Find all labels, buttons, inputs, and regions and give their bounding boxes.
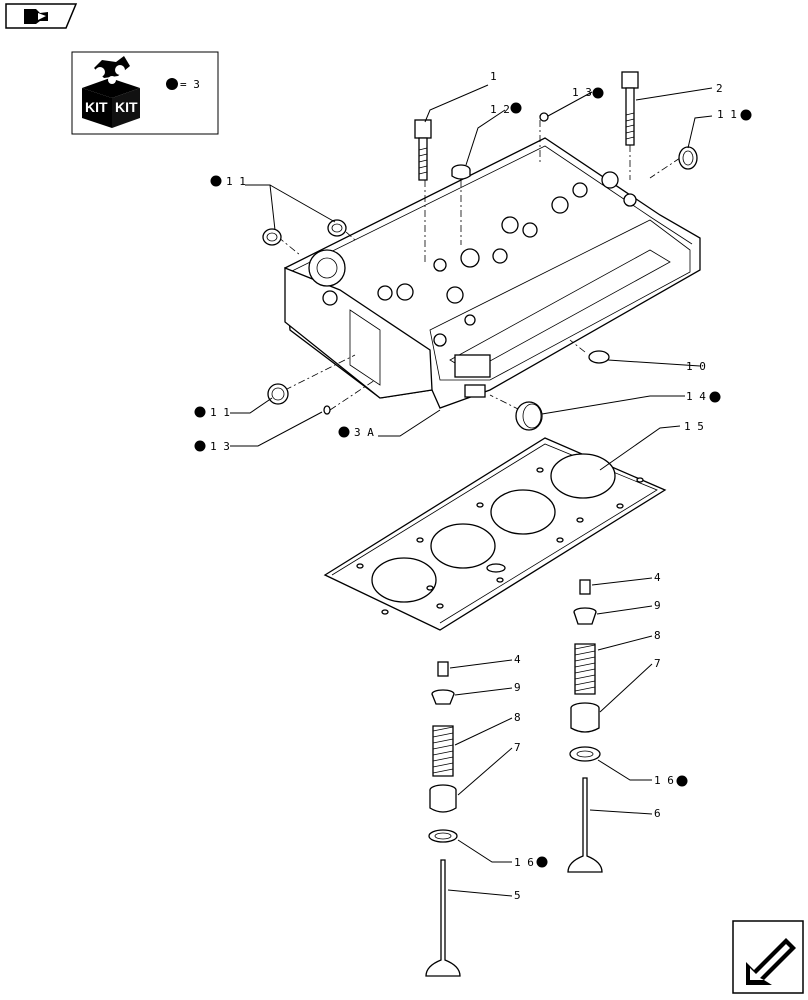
callout-11-left: 1 1 xyxy=(226,175,246,188)
kit-bullet-16-left xyxy=(536,856,548,868)
callout-12: 1 2 xyxy=(490,103,510,116)
seal-ring-11-left-b xyxy=(327,219,347,237)
callout-15: 1 5 xyxy=(684,420,704,433)
callout-11-right: 1 1 xyxy=(717,108,737,121)
spring-retainer-9-right xyxy=(573,607,597,625)
callout-9-left: 9 xyxy=(514,681,521,694)
valve-keeper-4-left xyxy=(437,661,449,677)
callout-7-left: 7 xyxy=(514,741,521,754)
kit-legend: KIT KIT = 3 xyxy=(71,51,219,135)
plug-13-lower xyxy=(323,405,331,415)
valve-seal-7-left xyxy=(429,784,457,813)
cylinder-head xyxy=(284,137,701,409)
book-arrow-icon xyxy=(24,9,48,24)
valve-spring-8-left xyxy=(432,725,454,777)
kit-bullet-11-left xyxy=(210,175,222,187)
leader-lines xyxy=(230,84,713,897)
seal-ring-11-left-a xyxy=(262,228,282,246)
bolt-2 xyxy=(621,71,639,146)
kit-label-right: KIT xyxy=(115,99,138,115)
kit-bullet-13-top xyxy=(592,87,604,99)
kit-bullet-13-lower xyxy=(194,440,206,452)
callout-2: 2 xyxy=(716,82,723,95)
kit-bullet-14 xyxy=(709,391,721,403)
callout-5: 5 xyxy=(514,889,521,902)
nav-next-button[interactable] xyxy=(732,920,804,994)
head-gasket-15 xyxy=(323,437,667,631)
callout-8-left: 8 xyxy=(514,711,521,724)
nav-back-button[interactable] xyxy=(5,3,78,29)
callout-1: 1 xyxy=(490,70,497,83)
callout-4-right: 4 xyxy=(654,571,661,584)
callout-9-right: 9 xyxy=(654,599,661,612)
kit-bullet-3a xyxy=(338,426,350,438)
kit-box-icon: KIT KIT xyxy=(82,56,140,128)
valve-6 xyxy=(567,777,603,873)
callout-16-right: 1 6 xyxy=(654,774,674,787)
valve-keeper-4-right xyxy=(579,579,591,595)
kit-bullet-11-right xyxy=(740,109,752,121)
seal-ring-11-right xyxy=(678,146,698,170)
callout-16-left: 1 6 xyxy=(514,856,534,869)
bolt-1 xyxy=(414,119,432,181)
kit-equals-label: = 3 xyxy=(180,78,200,91)
kit-bullet-12 xyxy=(510,102,522,114)
callout-11-lower: 1 1 xyxy=(210,406,230,419)
plug-14 xyxy=(515,401,543,431)
kit-label-left: KIT xyxy=(85,99,108,115)
callout-4-left: 4 xyxy=(514,653,521,666)
kit-bullet-16-right xyxy=(676,775,688,787)
valve-assembly-right xyxy=(567,579,603,873)
callout-14: 1 4 xyxy=(686,390,706,403)
callout-13-lower: 1 3 xyxy=(210,440,230,453)
valve-seat-16-left xyxy=(428,829,458,843)
plug-13-top xyxy=(539,112,549,122)
kit-bullet xyxy=(166,78,178,90)
callout-7-right: 7 xyxy=(654,657,661,670)
callout-3a: 3 A xyxy=(354,426,374,439)
spring-retainer-9-left xyxy=(431,689,455,705)
arrow-down-left-icon xyxy=(746,938,796,985)
callout-10: 1 0 xyxy=(686,360,706,373)
plug-12 xyxy=(451,164,471,180)
valve-seat-16-right xyxy=(569,746,601,762)
plug-10 xyxy=(588,350,610,364)
valve-assembly-left xyxy=(425,661,461,977)
valve-seal-7-right xyxy=(570,702,600,733)
seal-ring-11-lower xyxy=(267,383,289,405)
valve-spring-8-right xyxy=(574,643,596,695)
callout-8-right: 8 xyxy=(654,629,661,642)
callout-6: 6 xyxy=(654,807,661,820)
valve-5 xyxy=(425,859,461,977)
kit-bullet-11-lower xyxy=(194,406,206,418)
callout-13-top: 1 3 xyxy=(572,86,592,99)
callouts: 1 2 1 2 1 3 1 1 1 1 1 0 1 4 1 1 1 3 3 A … xyxy=(194,70,752,902)
